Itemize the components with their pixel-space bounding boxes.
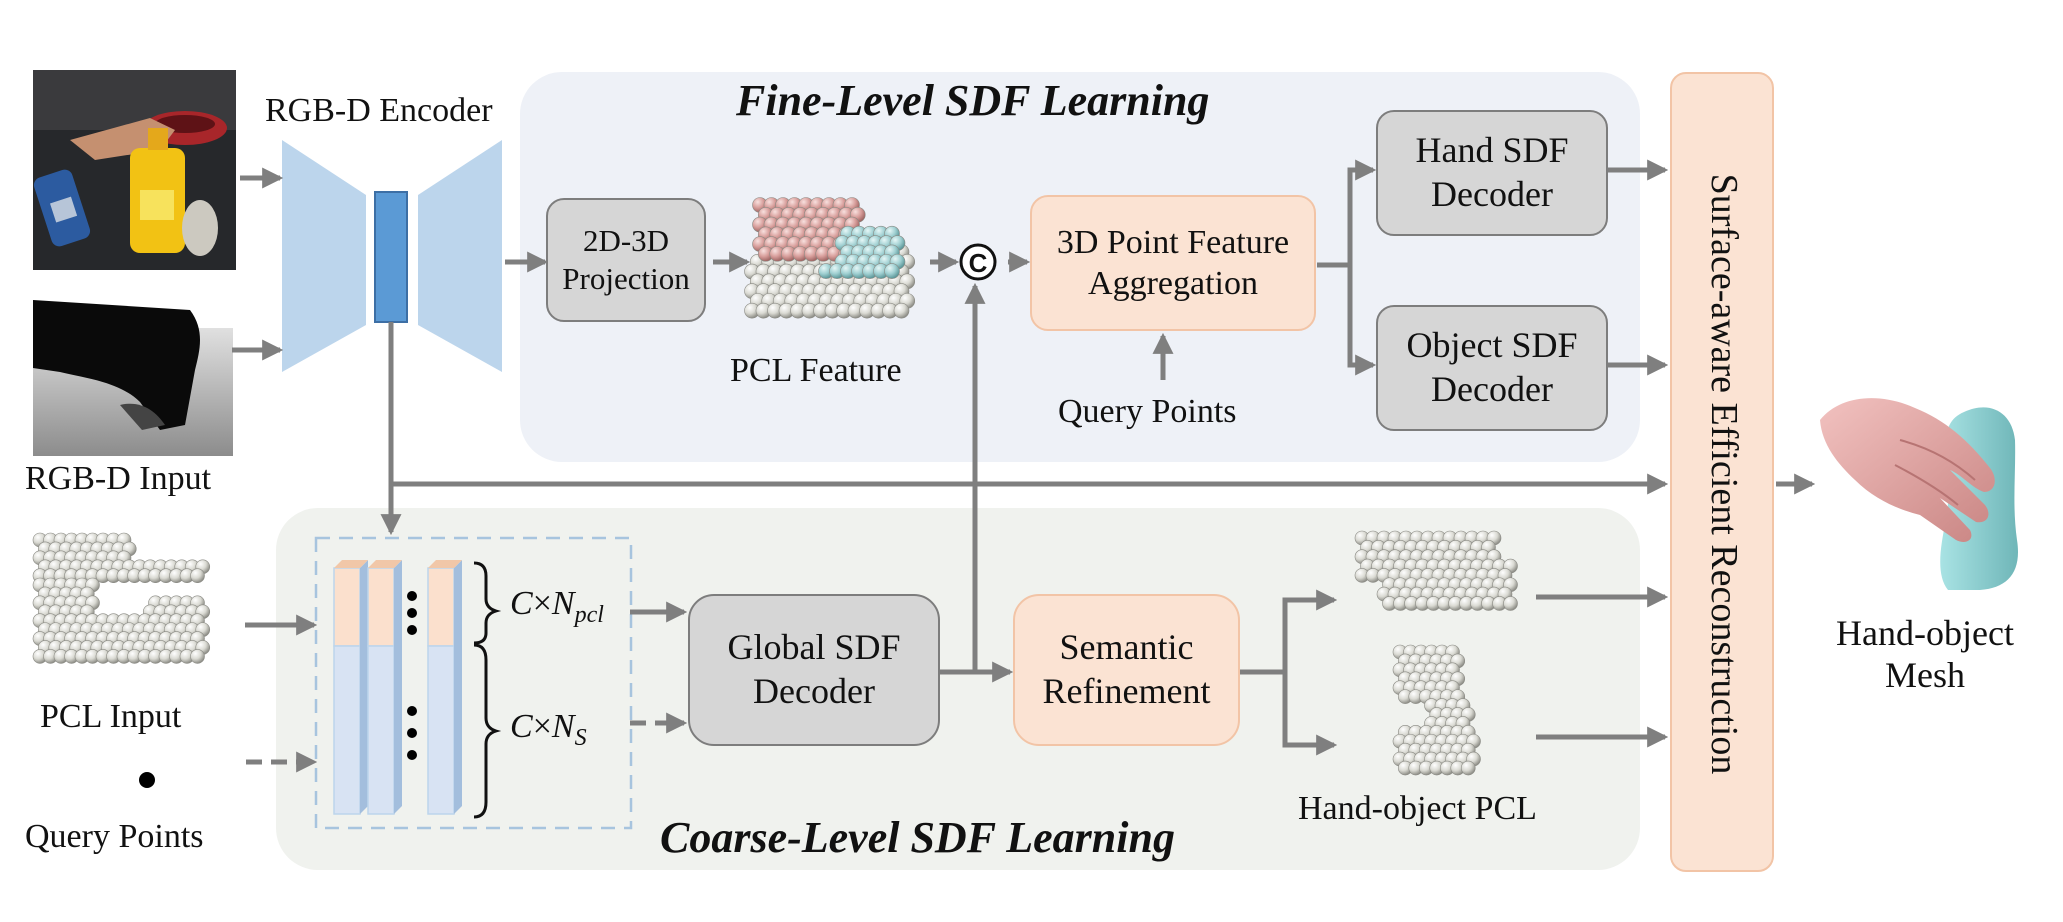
hand-pcl-cloud [1354,530,1518,611]
pcl-feature-label: PCL Feature [730,352,902,389]
feature-matrix-frame [314,536,633,830]
dim-pcl-label: C×Npcl [510,585,604,628]
pcl-feature-cloud [744,197,916,319]
hand-object-pcl-label: Hand-object PCL [1298,790,1537,827]
brace-s [473,643,502,819]
pcl-input-label: PCL Input [40,698,182,735]
query-points-label: Query Points [1058,393,1237,430]
rgbd-encoder-shape [282,140,502,372]
pcl-input-cloud [32,532,211,664]
rgbd-input-label: RGB-D Input [25,460,212,497]
concat-operator [959,243,997,281]
rgb-input-image [33,70,236,270]
reconstruction-label: Surface-aware Efficient Reconstruction [1703,173,1746,775]
query-points-input-label: Query Points [25,818,204,855]
reconstruction-bar: Surface-aware Efficient Reconstruction [1670,72,1774,872]
dim-s-label: C×NS [510,708,587,751]
coarse-level-title: Coarse-Level SDF Learning [660,813,1175,862]
concat-symbol: C [969,248,988,278]
fine-level-title: Fine-Level SDF Learning [736,76,1210,125]
hand-object-mesh [1820,398,2018,590]
depth-input-image [33,298,233,456]
object-pcl-cloud [1392,644,1481,776]
arrows [232,159,1816,773]
brace-pcl [473,561,502,645]
encoder-label: RGB-D Encoder [265,92,493,129]
feature-columns [333,560,462,815]
query-point-dot [139,772,155,788]
